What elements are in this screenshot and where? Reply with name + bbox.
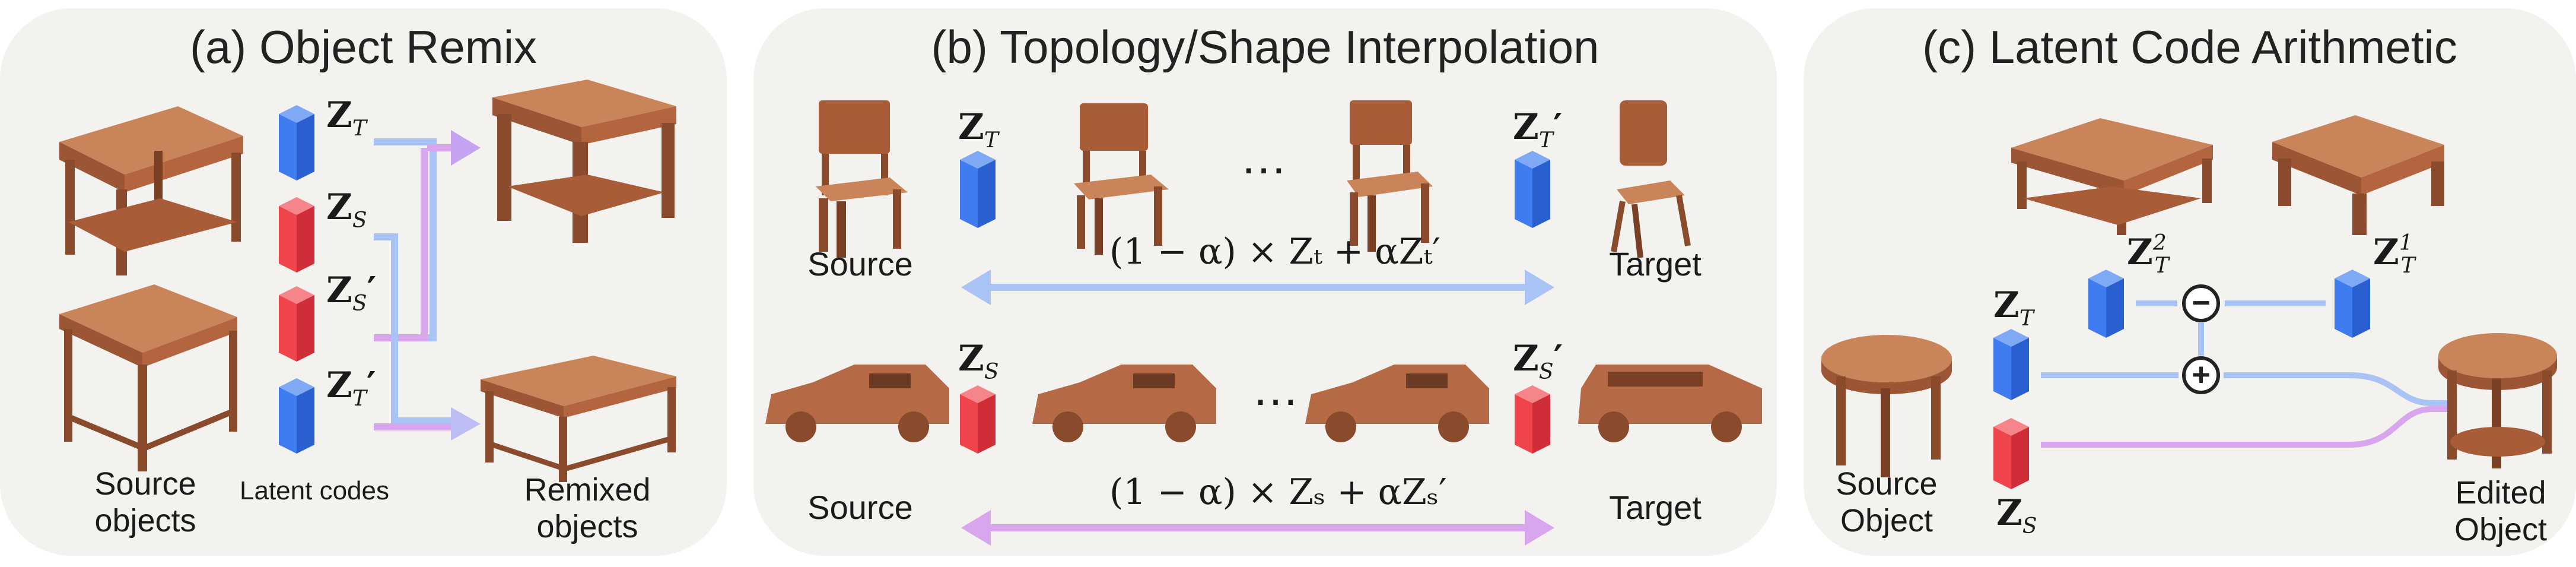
remixed-objects-label: Remixed objects (524, 472, 651, 544)
panel-object-remix: (a) Object Remix (0, 8, 727, 556)
table-zt1 (2272, 115, 2444, 235)
target-label-bottom: Target (1609, 489, 1702, 526)
source-object-label: Source Object (1836, 466, 1938, 539)
chair-target (1611, 100, 1691, 258)
ellipsis-top: … (1240, 131, 1287, 183)
chair-interp-2 (1347, 100, 1433, 252)
source-round-table (1821, 335, 1952, 477)
source-table-1 (59, 106, 243, 275)
latent-codes-label: Latent codes (240, 476, 389, 505)
latent-cube-zs (279, 197, 314, 273)
code-label-zt-prime-top: ZT′ (1513, 106, 1563, 153)
code-label-zt: ZT (1993, 284, 2034, 331)
source-label-top: Source (807, 245, 913, 283)
interp-arrow-bottom (961, 510, 1554, 546)
target-label-top: Target (1609, 245, 1702, 283)
latent-cube-zt-prime (279, 378, 314, 454)
source-label-bottom: Source (807, 489, 913, 526)
code-label-zs: ZS (1996, 492, 2037, 539)
chair-source (816, 100, 908, 258)
source-objects-label: Source objects (94, 466, 196, 539)
code-label-zt2: Z2T (2127, 231, 2169, 278)
cube-zs-prime-bottom (1515, 385, 1550, 454)
car-source (765, 365, 949, 442)
chair-interp-1 (1074, 103, 1169, 255)
plus-operator-icon: + (2182, 356, 2220, 394)
car-target (1578, 365, 1762, 442)
code-label-zs-bottom: ZS (958, 338, 999, 384)
panel-a-title: (a) Object Remix (189, 21, 538, 73)
arithmetic-connectors (2041, 300, 2456, 448)
code-label-zt-top: ZT (958, 106, 998, 153)
latent-cube-zs-prime (279, 286, 314, 362)
panel-b-title: (b) Topology/Shape Interpolation (931, 21, 1599, 73)
edited-object-label: Edited Object (2454, 475, 2548, 547)
car-interp-2 (1305, 365, 1489, 442)
latent-cube-zt (279, 105, 314, 180)
minus-operator-icon: − (2182, 284, 2220, 322)
cube-zt-prime-top (1515, 151, 1550, 228)
panel-c-graphics (1821, 115, 2557, 489)
panel-latent-arithmetic: (c) Latent Code Arithmetic (1804, 8, 2576, 556)
remixed-table-1 (492, 80, 676, 243)
code-label-zs: ZS (326, 186, 367, 233)
panel-a-graphics (59, 80, 676, 482)
code-label-zt-prime: ZT′ (326, 365, 376, 411)
cube-zt1 (2335, 270, 2370, 338)
code-label-zt1: Z1T (2373, 231, 2415, 278)
cube-zs-bottom (960, 385, 996, 454)
ellipsis-bottom: … (1252, 362, 1299, 415)
code-label-zs-prime-bottom: ZS′ (1513, 338, 1563, 384)
code-label-zt: ZT (326, 94, 367, 141)
source-table-2 (59, 284, 237, 471)
table-zt2 (2011, 118, 2213, 235)
panel-c-title: (c) Latent Code Arithmetic (1922, 21, 2457, 73)
edited-round-table (2438, 333, 2557, 468)
remix-connectors (374, 130, 481, 441)
code-label-zs-prime: ZS′ (326, 270, 377, 316)
interp-arrow-top (961, 270, 1554, 305)
panel-shape-interpolation: (b) Topology/Shape Interpolation (753, 8, 1777, 556)
cube-zt2 (2088, 270, 2124, 338)
remixed-table-2 (481, 356, 676, 482)
cube-zt (1993, 329, 2029, 400)
cube-zs (1993, 418, 2029, 489)
cube-zt-top (960, 151, 996, 228)
formula-bottom: (1 − α) × Zₛ + αZₛ′ (1109, 471, 1447, 513)
formula-top: (1 − α) × Zₜ + αZₜ′ (1109, 231, 1440, 273)
panel-b-graphics (765, 100, 1762, 546)
car-interp-1 (1032, 365, 1216, 442)
